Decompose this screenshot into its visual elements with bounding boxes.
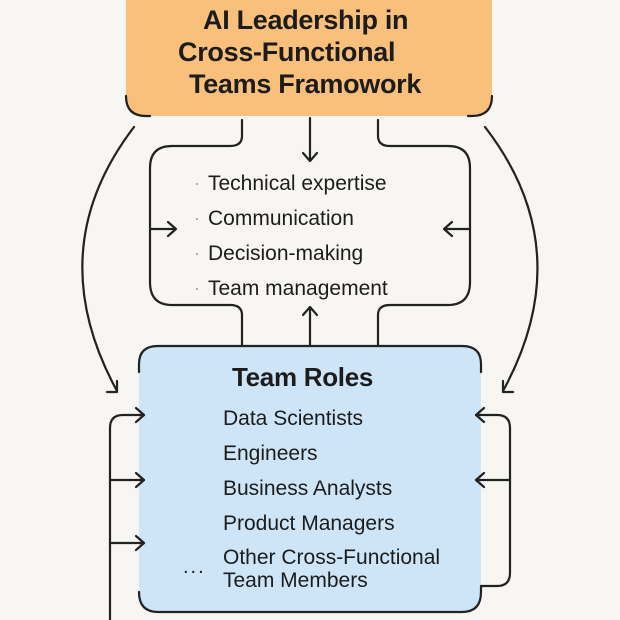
left-arrow-icon xyxy=(474,406,486,424)
role-item: Engineers xyxy=(223,442,318,465)
right-arrow-icon xyxy=(134,471,146,489)
skill-label: Communication xyxy=(208,206,354,230)
up-arrow-icon xyxy=(301,305,319,317)
skill-item: Technical expertise xyxy=(196,166,388,201)
title-line: AI Leadership in xyxy=(203,5,409,35)
role-item-other: Other Cross-Functional Team Members xyxy=(223,546,440,592)
right-curved-arrow xyxy=(483,125,539,393)
skill-label: Decision-making xyxy=(208,241,364,265)
role-other-line: Other Cross-Functional xyxy=(223,546,441,569)
title-box xyxy=(126,0,492,116)
skills-frame-top-left xyxy=(148,118,244,347)
role-item: Business Analysts xyxy=(223,477,393,500)
diagram-title: AI Leadership in Cross-Functional Teams … xyxy=(126,4,492,100)
left-arrow-icon xyxy=(474,471,486,489)
down-arrow-icon xyxy=(301,151,319,163)
skills-frame-top-right xyxy=(376,118,472,347)
right-arrow-icon xyxy=(166,220,178,238)
role-other-line: Team Members xyxy=(223,569,368,592)
skill-label: Team management xyxy=(208,276,388,300)
bullet-icon xyxy=(196,287,198,290)
role-item: Product Managers xyxy=(223,512,395,535)
right-arrow-icon xyxy=(134,406,146,424)
left-bracket xyxy=(108,413,146,620)
bullet-icon xyxy=(196,217,198,220)
left-arrow-icon xyxy=(442,220,454,238)
right-arrow-icon xyxy=(134,534,146,552)
bullet-icon xyxy=(196,182,198,185)
skill-label: Technical expertise xyxy=(208,171,387,195)
team-roles-box xyxy=(139,345,481,612)
role-item: Data Scientists xyxy=(223,407,364,430)
skill-item: Team management xyxy=(196,271,388,306)
skill-item: Decision-making xyxy=(196,236,388,271)
left-curved-arrowhead-icon xyxy=(105,379,119,394)
right-curved-arrowhead-icon xyxy=(501,379,515,394)
ellipsis-icon: ... xyxy=(183,556,206,578)
team-roles-list: Data Scientists Engineers Business Analy… xyxy=(223,401,395,541)
title-line: Teams Framowork xyxy=(189,69,422,99)
leadership-skills-list: Technical expertise Communication Decisi… xyxy=(196,166,388,306)
team-roles-heading: Team Roles xyxy=(232,362,374,392)
title-box-left-corner xyxy=(124,94,152,118)
title-line: Cross-Functional xyxy=(178,37,396,67)
title-box-right-corner xyxy=(466,94,494,118)
skill-item: Communication xyxy=(196,201,388,236)
right-bracket xyxy=(474,413,512,588)
bullet-icon xyxy=(196,252,198,255)
left-curved-arrow xyxy=(81,125,136,393)
